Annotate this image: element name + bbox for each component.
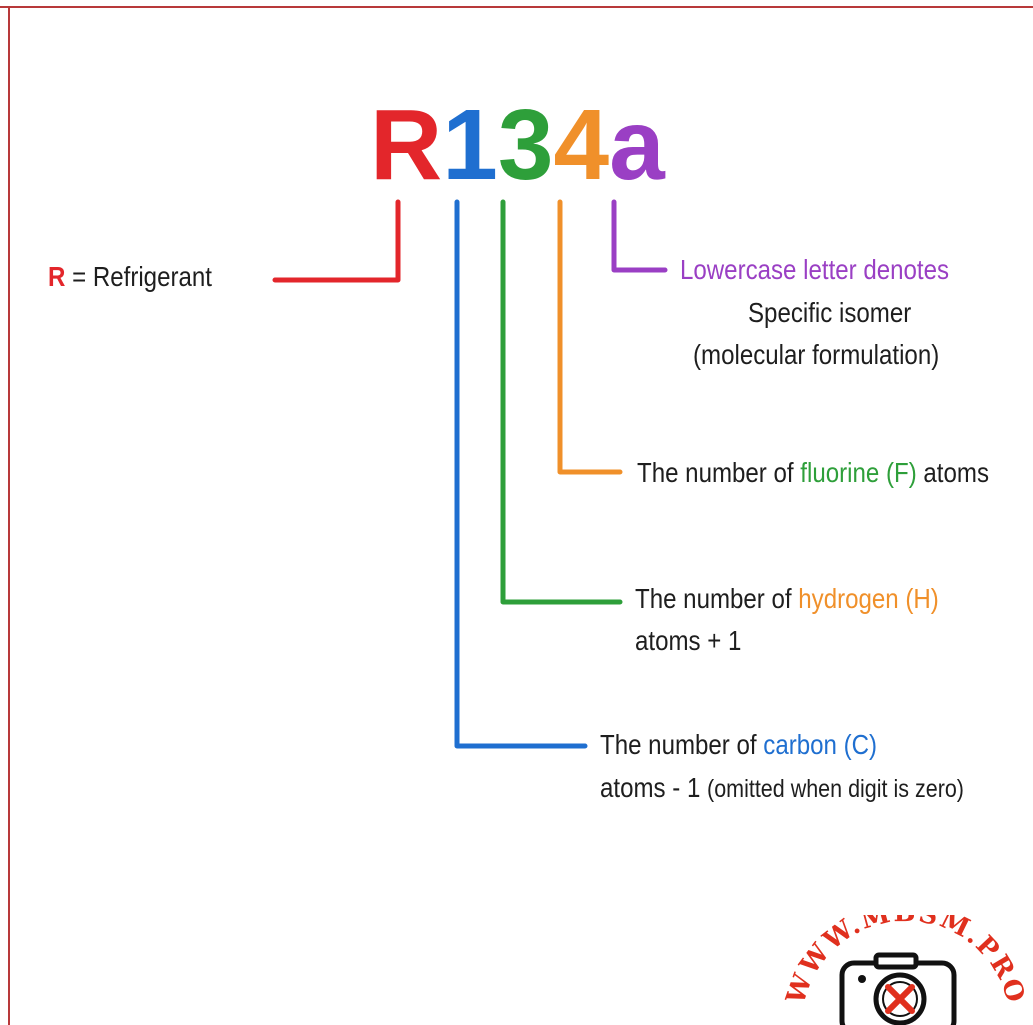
- label-r-rest: = Refrigerant: [65, 261, 212, 292]
- frame-left-border: [8, 6, 10, 1025]
- label-carbon-line2: atoms - 1 (omitted when digit is zero): [600, 767, 964, 810]
- label-r-key: R: [48, 261, 66, 292]
- label-carbon-pre: The number of: [600, 729, 764, 760]
- label-fluorine-post: atoms: [916, 457, 989, 488]
- label-carbon-line2a: atoms - 1: [600, 772, 708, 803]
- label-refrigerant: R = Refrigerant: [48, 256, 212, 298]
- camera-wrench-icon: [839, 952, 957, 1025]
- label-carbon-line2b: (omitted when digit is zero): [707, 775, 964, 803]
- watermark-logo: WWW.MBSM.PRO: [781, 915, 1029, 1025]
- title-char-r: R: [370, 89, 443, 201]
- label-fluorine: The number of fluorine (F) atoms: [637, 452, 989, 494]
- label-carbon-line1: The number of carbon (C): [600, 724, 877, 766]
- title-char-1: 1: [442, 89, 498, 201]
- title-char-3: 3: [497, 89, 554, 201]
- connector-carbon: [454, 199, 588, 749]
- label-fluorine-pre: The number of: [637, 457, 801, 488]
- title-char-a: a: [609, 89, 665, 201]
- label-hydrogen-pre: The number of: [635, 583, 799, 614]
- label-isomer-line3: (molecular formulation): [693, 339, 940, 370]
- label-isomer-line2: Specific isomer: [748, 297, 912, 328]
- connector-hydrogen: [500, 199, 623, 605]
- connector-r: [272, 199, 401, 283]
- title-char-4: 4: [553, 89, 610, 201]
- label-hydrogen-key: hydrogen (H): [798, 583, 939, 614]
- label-isomer-line1: Lowercase letter denotes: [680, 254, 950, 285]
- connector-isomer: [611, 199, 668, 273]
- connector-fluorine: [557, 199, 623, 475]
- label-hydrogen-line2: atoms + 1: [635, 625, 742, 656]
- refrigerant-code-title: R134a: [370, 95, 665, 195]
- label-fluorine-key: fluorine (F): [800, 457, 917, 488]
- label-hydrogen-line1: The number of hydrogen (H): [635, 578, 939, 620]
- frame-top-border: [0, 6, 1033, 8]
- label-carbon-key: carbon (C): [763, 729, 878, 760]
